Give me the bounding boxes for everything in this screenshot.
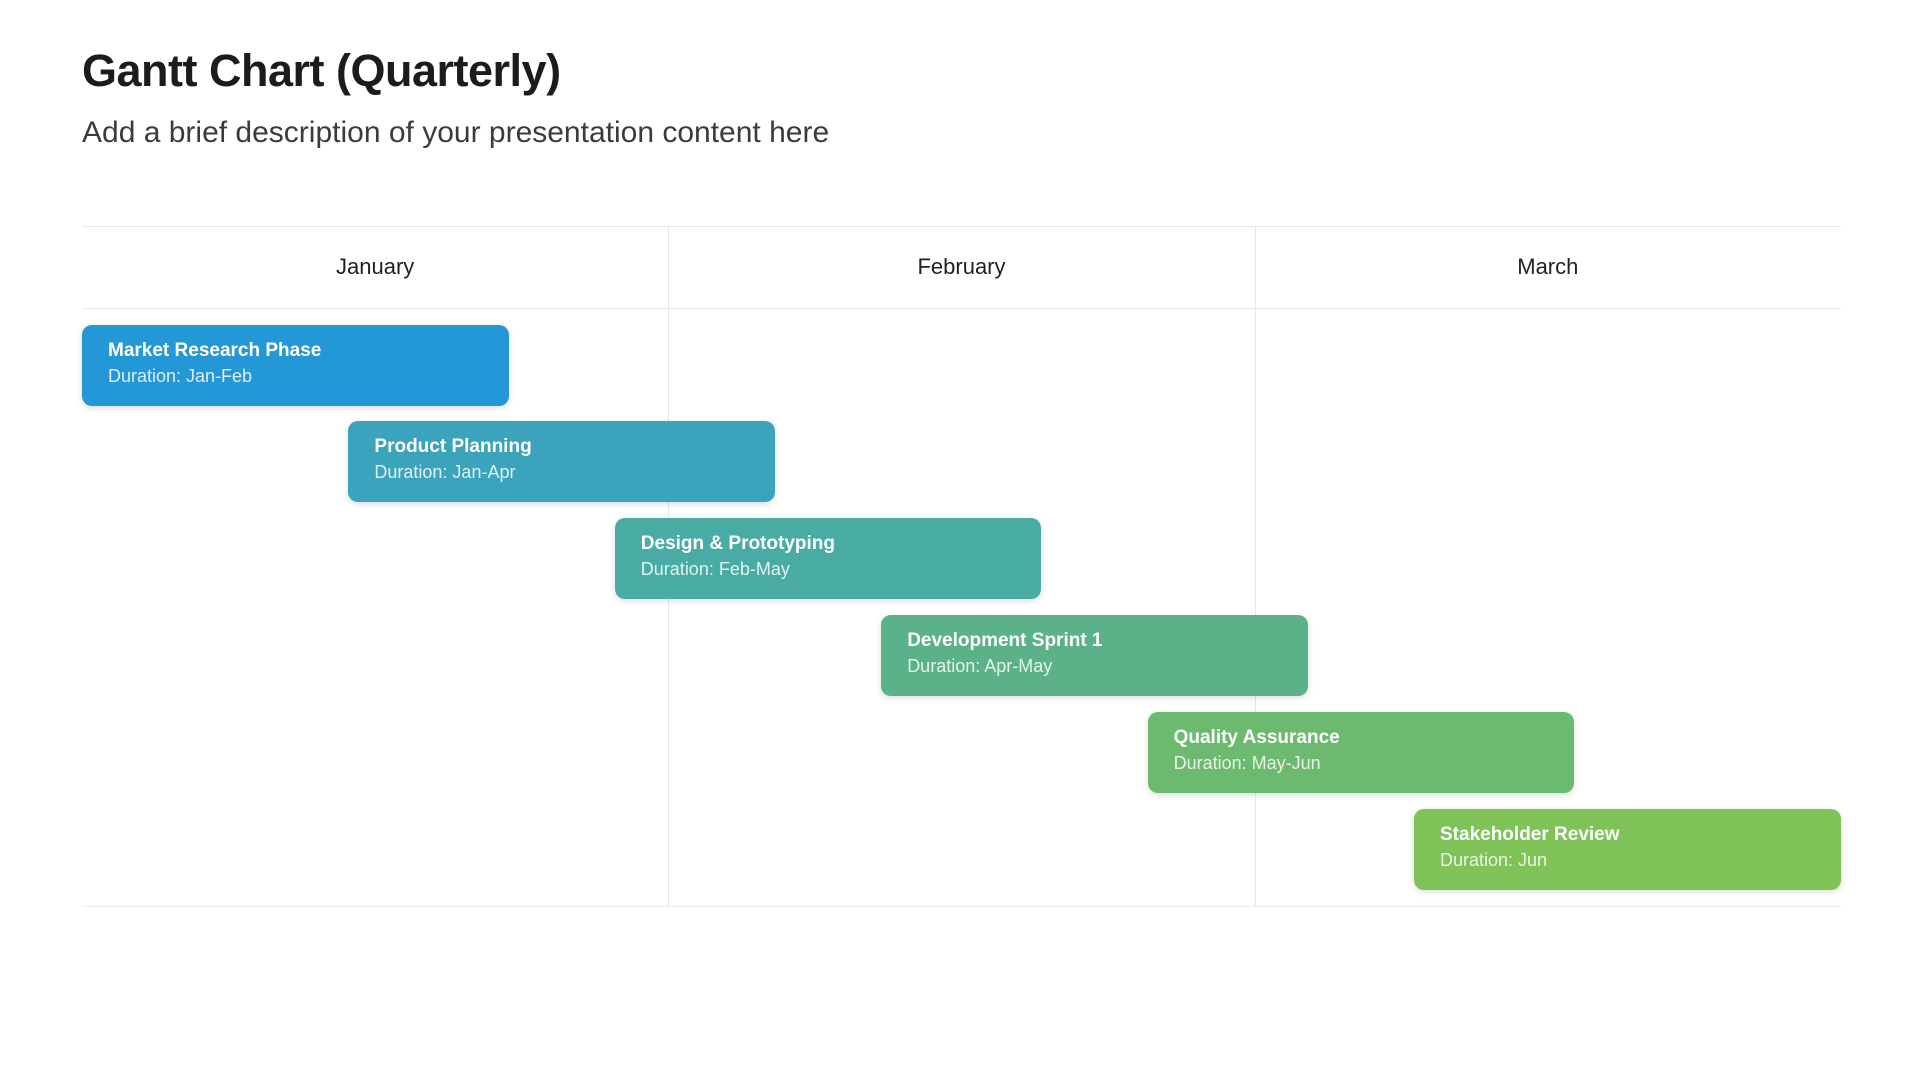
task-bar-4[interactable]: Development Sprint 1 Duration: Apr-May <box>881 614 1308 696</box>
task-duration: Duration: Apr-May <box>907 655 1053 676</box>
task-duration: Duration: Jan-Apr <box>374 462 516 483</box>
task-duration: Duration: May-Jun <box>1173 752 1321 773</box>
column-divider-2 <box>1254 226 1256 907</box>
task-name: Quality Assurance <box>1173 726 1340 748</box>
task-duration: Duration: Feb-May <box>640 559 790 580</box>
page-subtitle: Add a brief description of your presenta… <box>82 116 830 149</box>
task-name: Stakeholder Review <box>1440 823 1620 845</box>
task-name: Market Research Phase <box>108 339 322 361</box>
task-duration: Duration: Jun <box>1440 849 1548 870</box>
task-name: Development Sprint 1 <box>907 629 1103 651</box>
gantt-column-header-february: February <box>668 227 1254 308</box>
column-label: March <box>1517 254 1579 279</box>
gantt-column-header-march: March <box>1255 227 1841 308</box>
task-duration: Duration: Jan-Feb <box>108 365 253 386</box>
gantt-column-header-january: January <box>82 227 668 308</box>
gantt-header-row: January February March <box>82 227 1841 309</box>
gantt-chart: January February March Market Research Pha… <box>82 225 1841 907</box>
slide-content: Gantt Chart (Quarterly) Add a brief desc… <box>82 0 1841 907</box>
page-title: Gantt Chart (Quarterly) <box>82 45 561 96</box>
task-name: Design & Prototyping <box>640 533 836 555</box>
task-name: Product Planning <box>374 436 532 458</box>
column-label: February <box>917 254 1006 279</box>
column-label: January <box>336 254 415 279</box>
